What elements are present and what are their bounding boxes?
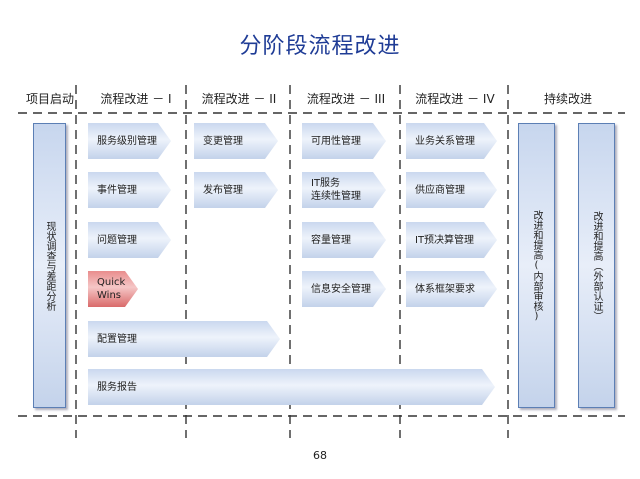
arrow-it-budgeting-mgmt: IT预决算管理 xyxy=(406,222,497,258)
arrow-incident-mgmt: 事件管理 xyxy=(88,172,171,208)
page-title: 分阶段流程改进 xyxy=(239,34,401,59)
external-certification-box: 改进和提高（外部认证） xyxy=(578,123,615,408)
phase-header-2: 流程改进 － II xyxy=(201,92,277,106)
arrow-service-level-mgmt: 服务级别管理 xyxy=(88,123,171,159)
arrow-supplier-mgmt: 供应商管理 xyxy=(406,172,497,208)
baseline-assessment-box: 现状调查与差距分析 xyxy=(33,123,66,408)
phase-header-continuous: 持续改进 xyxy=(543,92,592,106)
arrow-information-security-mgmt: 信息安全管理 xyxy=(302,271,386,307)
arrow-problem-mgmt: 问题管理 xyxy=(88,222,171,258)
internal-audit-label: 改进和提高(内部审核) xyxy=(531,209,542,322)
phase-header-start: 项目启动 xyxy=(25,92,74,106)
external-certification-label: 改进和提高（外部认证） xyxy=(591,210,602,321)
arrow-configuration-mgmt: 配置管理 xyxy=(88,321,280,357)
phase-header-3: 流程改进 － III xyxy=(306,92,386,106)
arrow-framework-requirements: 体系框架要求 xyxy=(406,271,497,307)
arrow-service-reporting: 服务报告 xyxy=(88,369,495,405)
internal-audit-box: 改进和提高(内部审核) xyxy=(518,123,555,408)
arrow-availability-mgmt: 可用性管理 xyxy=(302,123,386,159)
arrow-capacity-mgmt: 容量管理 xyxy=(302,222,386,258)
phase-header-1: 流程改进 － I xyxy=(100,92,172,106)
arrow-business-relationship-mgmt: 业务关系管理 xyxy=(406,123,497,159)
phase-header-4: 流程改进 － IV xyxy=(415,92,495,106)
arrow-release-mgmt: 发布管理 xyxy=(194,172,278,208)
arrow-it-service-continuity-mgmt: IT服务 连续性管理 xyxy=(302,172,386,208)
arrow-change-mgmt: 变更管理 xyxy=(194,123,278,159)
baseline-assessment-label: 现状调查与差距分析 xyxy=(44,220,55,311)
page-number: 68 xyxy=(313,449,327,462)
